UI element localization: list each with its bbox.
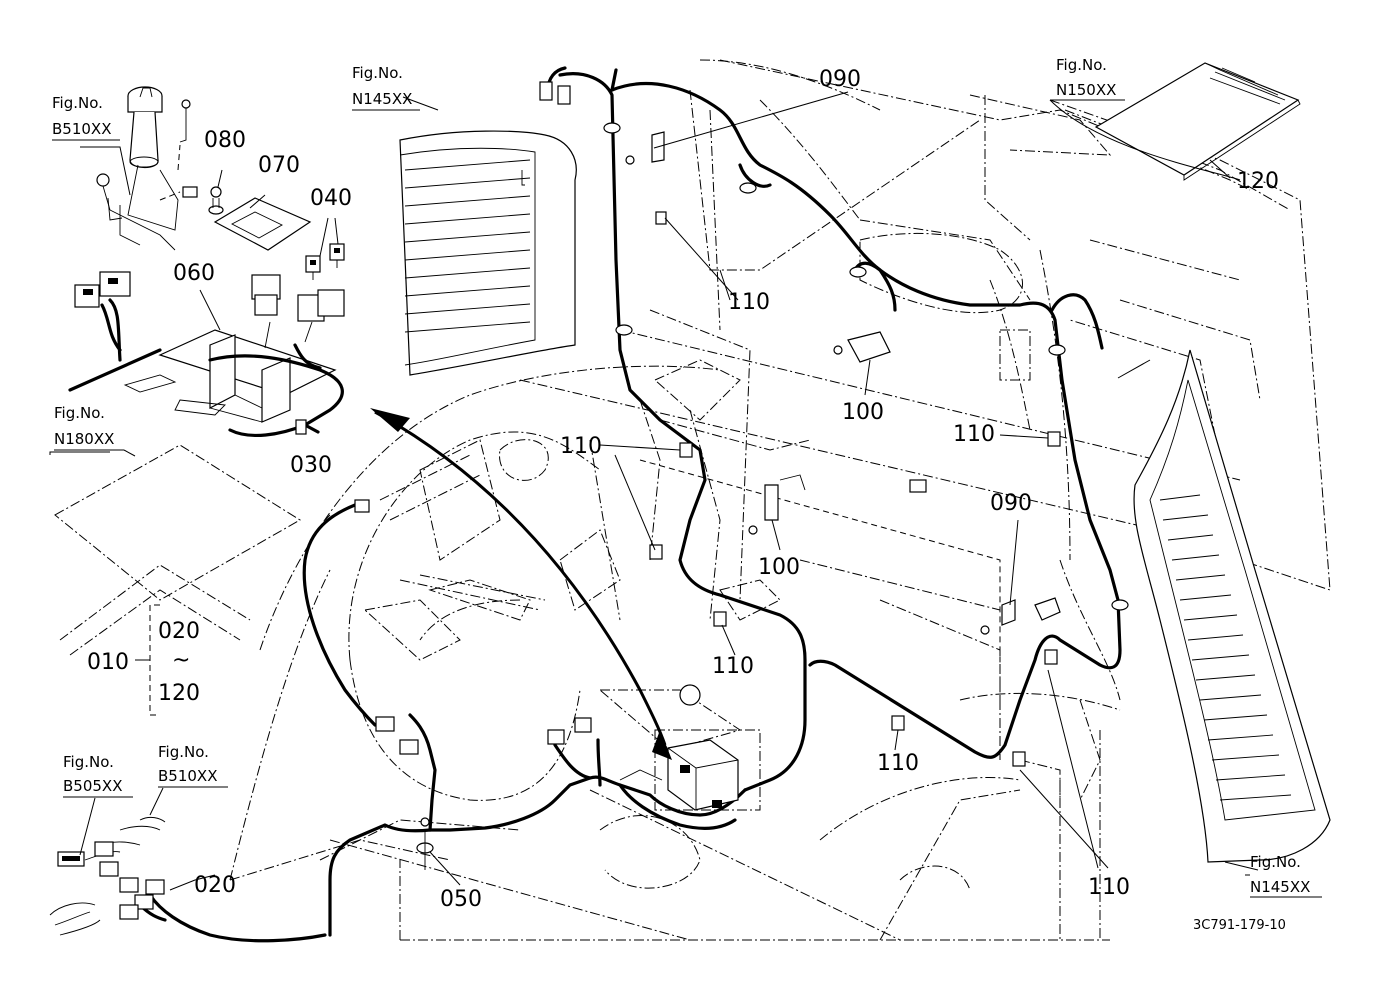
svg-text:N145XX: N145XX [1250, 878, 1310, 896]
fig-ref-b510-top: Fig.No. B510XX [52, 94, 120, 141]
left-cabin-panel [229, 359, 741, 940]
part-label-120: 120 [1237, 169, 1279, 194]
connectors-and-clips [57, 81, 1129, 920]
part-label-060: 060 [173, 261, 215, 286]
mat-ribs-top [404, 159, 531, 333]
floor-frame-outline [54, 329, 1241, 941]
svg-text:Fig.No.: Fig.No. [63, 753, 114, 771]
center-structure [598, 59, 1031, 811]
part-label-030: 030 [290, 453, 332, 478]
svg-text:B510XX: B510XX [52, 120, 111, 138]
part-label-050: 050 [440, 887, 482, 912]
part-label-090-right: 090 [990, 491, 1032, 516]
svg-text:N180XX: N180XX [54, 430, 114, 448]
svg-text:Fig.No.: Fig.No. [52, 94, 103, 112]
range-end-120: 120 [158, 681, 200, 706]
fig-ref-b505: Fig.No. B505XX [63, 753, 133, 798]
fig-ref-n180: Fig.No. N180XX [54, 404, 136, 457]
part-label-110-c: 110 [953, 422, 995, 447]
part-label-110-d: 110 [712, 654, 754, 679]
mat-ribs-right [1159, 494, 1292, 801]
part-label-110-a: 110 [728, 290, 770, 315]
svg-text:Fig.No.: Fig.No. [1250, 853, 1301, 871]
fig-ref-n150: Fig.No. N150XX [1056, 56, 1125, 101]
part-label-110-e: 110 [877, 751, 919, 776]
rear-floor-mat [1133, 349, 1331, 863]
fig-ref-n145-bottom: Fig.No. N145XX [1250, 853, 1322, 898]
range-bracket [135, 604, 160, 716]
wire-harness-main [49, 66, 1122, 943]
part-label-110-b: 110 [560, 434, 602, 459]
relay-bracket-assembly [74, 86, 345, 423]
fig-ref-b510-bottom: Fig.No. B510XX [158, 743, 228, 788]
svg-text:Fig.No.: Fig.No. [352, 64, 403, 82]
svg-text:N150XX: N150XX [1056, 81, 1116, 99]
right-cabin-post [719, 59, 1251, 941]
part-label-070: 070 [258, 153, 300, 178]
part-label-080: 080 [204, 128, 246, 153]
svg-text:N145XX: N145XX [352, 90, 412, 108]
svg-text:B510XX: B510XX [158, 767, 217, 785]
range-tilde: ~ [172, 648, 190, 673]
part-label-040: 040 [310, 186, 352, 211]
svg-text:Fig.No.: Fig.No. [1056, 56, 1107, 74]
part-label-100-center: 100 [758, 555, 800, 580]
assembly-arrow [370, 408, 672, 760]
range-start-020: 020 [158, 619, 200, 644]
part-label-110-f: 110 [1088, 875, 1130, 900]
part-label-020: 020 [194, 873, 236, 898]
leader-lines [49, 91, 1259, 891]
svg-text:Fig.No.: Fig.No. [158, 743, 209, 761]
svg-text:Fig.No.: Fig.No. [54, 404, 105, 422]
top-floor-mat [399, 130, 577, 376]
fig-ref-n145-top: Fig.No. N145XX [352, 64, 420, 111]
part-label-100-right: 100 [842, 400, 884, 425]
svg-text:B505XX: B505XX [63, 777, 122, 795]
operator-manual [1094, 62, 1301, 181]
part-label-090-top: 090 [819, 67, 861, 92]
drawing-number: 3C791-179-10 [1193, 918, 1286, 933]
part-label-010: 010 [87, 650, 129, 675]
